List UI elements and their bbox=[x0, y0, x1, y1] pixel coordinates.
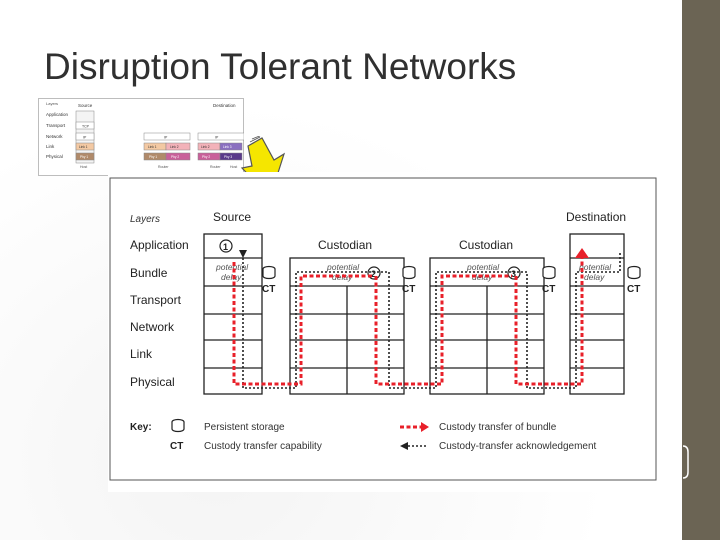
row-physical: Physical bbox=[130, 375, 175, 389]
ct-label-2: CT bbox=[402, 284, 415, 295]
key-ack-arrow bbox=[400, 442, 428, 450]
thumb-phy-r1a: Phy 1 bbox=[149, 155, 157, 159]
custodian-1-label: Custodian bbox=[318, 238, 372, 252]
step-circle-1 bbox=[219, 239, 233, 253]
ct-label-3: CT bbox=[542, 284, 555, 295]
thumb-row-transport: Transport bbox=[46, 123, 66, 128]
ct-label-4: CT bbox=[627, 284, 640, 295]
slide-title: Disruption Tolerant Networks bbox=[44, 46, 517, 87]
row-bundle: Bundle bbox=[130, 266, 168, 280]
thumb-node-router-2: Router bbox=[210, 165, 221, 169]
thumb-row-application: Application bbox=[46, 112, 69, 117]
thumb-link-r2b: Link 3 bbox=[223, 145, 232, 149]
row-link: Link bbox=[130, 347, 153, 361]
row-network: Network bbox=[130, 320, 175, 334]
thumb-layers-label: Layers bbox=[46, 101, 58, 106]
potential-delay-4-a: potential bbox=[578, 262, 612, 272]
thumb-node-router-1: Router bbox=[158, 165, 169, 169]
source-label: Source bbox=[213, 210, 251, 224]
key-persistent-storage: Persistent storage bbox=[204, 422, 285, 433]
key-custody-ack: Custody-transfer acknowledgement bbox=[439, 441, 597, 452]
thumb-phy-r2b: Phy 3 bbox=[224, 155, 232, 159]
custodian-2-label: Custodian bbox=[459, 238, 513, 252]
potential-delay-3-b: delay bbox=[472, 272, 493, 282]
thumb-tcp-src: TCP bbox=[82, 125, 90, 129]
step-3: 3 bbox=[511, 269, 516, 279]
ct-label-1: CT bbox=[262, 284, 275, 295]
destination-label: Destination bbox=[566, 210, 626, 224]
row-transport: Transport bbox=[130, 293, 182, 307]
key-custody-bundle: Custody transfer of bundle bbox=[439, 422, 557, 433]
thumb-row-network: Network bbox=[46, 134, 63, 139]
key-ct-symbol: CT bbox=[170, 441, 183, 452]
potential-delay-1-a: potential bbox=[215, 262, 249, 272]
thumb-link-r1a: Link 1 bbox=[148, 145, 157, 149]
storage-icon bbox=[402, 265, 416, 280]
ack-arrowhead bbox=[239, 250, 247, 258]
potential-delay-3-a: potential bbox=[466, 262, 500, 272]
potential-delay-4-b: delay bbox=[584, 272, 605, 282]
key-label: Key: bbox=[130, 422, 152, 433]
thumb-source: Source bbox=[78, 103, 93, 108]
thumb-phy-r2a: Phy 2 bbox=[202, 155, 210, 159]
thumb-node-host-1: Host bbox=[80, 165, 87, 169]
potential-delay-1-b: delay bbox=[221, 272, 242, 282]
thumb-phy-r1b: Phy 2 bbox=[171, 155, 179, 159]
thumb-link-r2a: Link 2 bbox=[201, 145, 210, 149]
thumb-destination: Destination bbox=[213, 103, 236, 108]
step-1: 1 bbox=[223, 242, 228, 252]
bundle-arrowhead bbox=[575, 248, 589, 258]
storage-icon bbox=[627, 265, 641, 280]
dtn-custody-transfer-diagram: Layers Source Destination Custodian Cust… bbox=[108, 172, 673, 492]
ip-stack-thumbnail: Layers Application Transport Network Lin… bbox=[38, 98, 245, 176]
thumb-row-physical: Physical bbox=[46, 154, 63, 159]
thumb-node-host-2: Host bbox=[230, 165, 237, 169]
thumb-link-1: Link 1 bbox=[79, 145, 88, 149]
potential-delay-2-a: potential bbox=[326, 262, 360, 272]
thumb-ip-src: IP bbox=[83, 136, 87, 140]
thumb-row-link: Link bbox=[46, 144, 55, 149]
key-custody-capability: Custody transfer capability bbox=[204, 441, 322, 452]
bundle-path bbox=[232, 254, 584, 386]
storage-icon bbox=[262, 265, 276, 280]
key-bundle-arrow bbox=[400, 422, 429, 432]
ack-path bbox=[242, 252, 621, 389]
step-2: 2 bbox=[371, 269, 376, 279]
key-storage-icon bbox=[171, 418, 185, 433]
row-application: Application bbox=[130, 238, 189, 252]
thumb-ip-router1: IP bbox=[164, 136, 168, 140]
thumb-link-r1b: Link 2 bbox=[170, 145, 179, 149]
layers-label: Layers bbox=[130, 214, 160, 225]
storage-icon bbox=[542, 265, 556, 280]
thumb-phy-1: Phy 1 bbox=[80, 155, 88, 159]
thumb-ip-router2: IP bbox=[215, 136, 219, 140]
